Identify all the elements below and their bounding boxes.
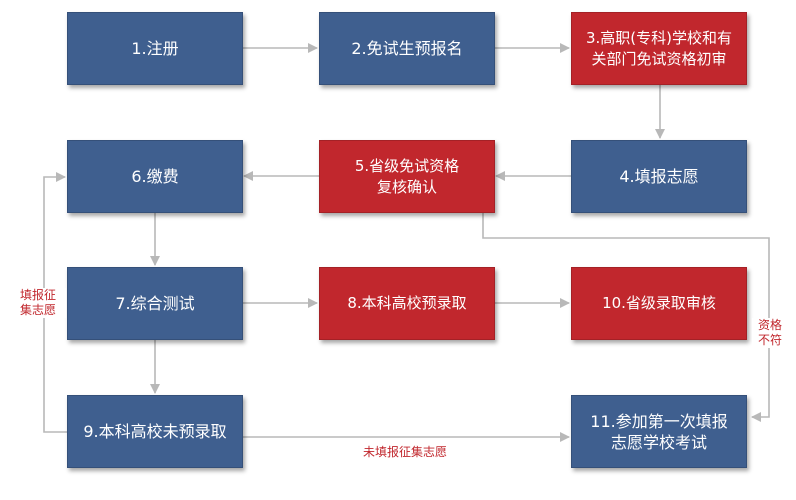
label-not-qualified: 资格 不符	[752, 318, 788, 348]
step-7-comprehensive-test: 7.综合测试	[67, 267, 243, 340]
step-3-preliminary-review: 3.高职(专科)学校和有 关部门免试资格初审	[571, 12, 747, 85]
step-10-admission-review: 10.省级录取审核	[571, 267, 747, 340]
step-9-not-pre-admitted: 9.本科高校未预录取	[67, 395, 243, 468]
step-4-fill-application: 4.填报志愿	[571, 140, 747, 213]
step-11-school-exam: 11.参加第一次填报 志愿学校考试	[571, 395, 747, 468]
step-2-pre-registration: 2.免试生预报名	[319, 12, 495, 85]
step-5-provincial-confirmation: 5.省级免试资格 复核确认	[319, 140, 495, 213]
step-1-register: 1.注册	[67, 12, 243, 85]
step-8-pre-admission: 8.本科高校预录取	[319, 267, 495, 340]
arrow-5-to-11	[482, 212, 770, 422]
label-fill-collect: 填报征 集志愿	[10, 288, 66, 318]
step-6-payment: 6.缴费	[67, 140, 243, 213]
label-not-filled: 未填报征集志愿	[362, 445, 447, 459]
